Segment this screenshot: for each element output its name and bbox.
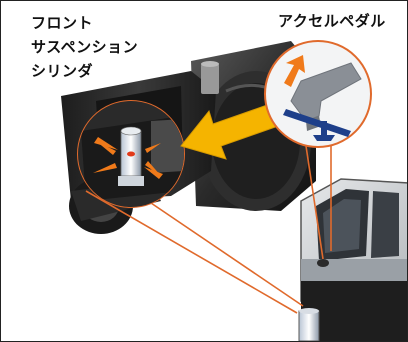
callout-lines bbox=[85, 145, 332, 314]
label-line-1: フロント bbox=[31, 14, 94, 32]
label-line-3: シリンダ bbox=[31, 62, 94, 80]
excavator-cab bbox=[298, 178, 407, 341]
orange-indicator-arrows bbox=[93, 137, 163, 179]
accelerator-pedal-label: アクセルペダル bbox=[278, 12, 386, 30]
front-suspension-cylinder-label: フロント サスペンション シリンダ bbox=[31, 11, 138, 83]
pedal-callout-circle bbox=[264, 40, 372, 148]
cylinder-callout-circle bbox=[77, 100, 185, 208]
label-line-2: サスペンション bbox=[31, 38, 139, 56]
yellow-arrow bbox=[180, 102, 282, 160]
